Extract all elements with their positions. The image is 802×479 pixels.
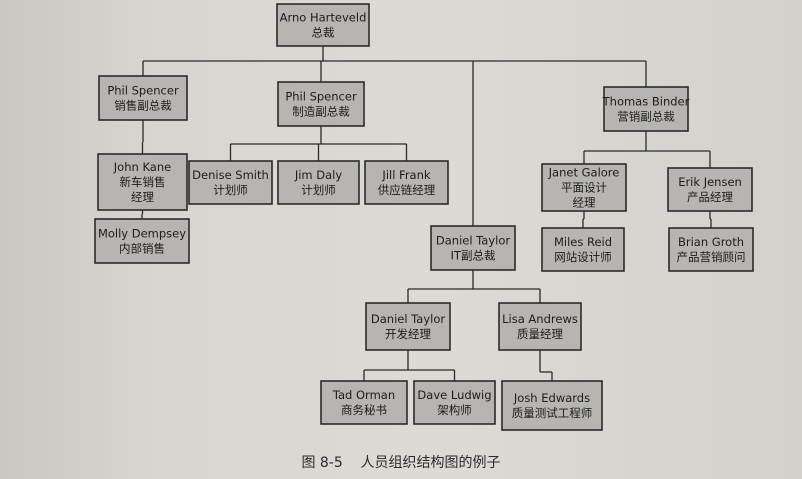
node-name: Jill Frank	[381, 168, 430, 182]
org-node-box	[541, 163, 627, 212]
node-name: Josh Edwards	[513, 391, 590, 405]
node-name: Jim Daly	[294, 168, 343, 182]
node-title: 经理	[573, 196, 596, 210]
node-title: 计划师	[301, 183, 336, 197]
node-title: 计划师	[213, 183, 248, 197]
node-title: 网站设计师	[554, 250, 612, 264]
org-node-box	[541, 227, 625, 272]
node-name: Daniel Taylor	[436, 234, 511, 248]
node-title: 产品经理	[687, 190, 733, 204]
node-title: 架构师	[437, 403, 472, 417]
connector-lines	[141, 46, 712, 381]
org-node-box	[668, 227, 754, 272]
node-title: 经理	[131, 190, 154, 204]
org-node-box	[430, 225, 516, 271]
node-title: 总裁	[312, 26, 335, 40]
org-node-box	[188, 160, 273, 205]
org-node-box	[277, 81, 365, 127]
node-title: 商务秘书	[341, 403, 387, 417]
org-node-box	[498, 302, 582, 351]
node-name: Molly Dempsey	[98, 227, 186, 241]
node-title: 制造副总裁	[292, 105, 350, 119]
node-title: 营销副总裁	[617, 110, 675, 124]
node-title: 销售副总裁	[114, 99, 172, 113]
node-name: Phil Spencer	[107, 84, 179, 98]
node-title: 新车销售	[120, 175, 166, 189]
org-node-box	[320, 380, 408, 425]
org-node-box	[97, 153, 188, 211]
org-node-box	[98, 75, 188, 121]
node-name: Janet Galore	[548, 166, 620, 180]
org-node-box	[276, 3, 370, 47]
node-title: 供应链经理	[378, 183, 436, 197]
org-node-box	[94, 218, 190, 264]
node-name: Lisa Andrews	[502, 312, 578, 326]
node-title: 开发经理	[385, 327, 431, 341]
org-node-box	[413, 380, 496, 425]
org-node-box	[603, 86, 689, 132]
org-node-box	[365, 302, 451, 351]
node-name: Arno Harteveld	[280, 11, 367, 25]
node-title: IT副总裁	[451, 249, 496, 263]
node-name: John Kane	[113, 160, 171, 174]
node-name: Dave Ludwig	[417, 388, 491, 402]
node-title: 平面设计	[561, 181, 607, 195]
figure-caption: 图 8-5 人员组织结构图的例子	[301, 455, 501, 471]
node-name: Denise Smith	[192, 168, 269, 182]
node-title: 产品营销顾问	[677, 250, 746, 264]
node-title: 内部销售	[119, 242, 165, 256]
org-node-box	[277, 160, 360, 205]
node-name: Thomas Binder	[602, 95, 690, 109]
node-name: Phil Spencer	[285, 90, 357, 104]
node-name: Miles Reid	[554, 235, 612, 249]
node-title: 质量测试工程师	[512, 406, 593, 420]
node-name: Erik Jensen	[678, 175, 742, 189]
org-node-box	[364, 160, 449, 205]
org-node-box	[667, 167, 753, 212]
org-node-box	[501, 380, 603, 431]
node-name: Brian Groth	[678, 235, 744, 249]
node-name: Tad Orman	[332, 388, 395, 402]
node-title: 质量经理	[517, 327, 563, 341]
node-name: Daniel Taylor	[371, 312, 446, 326]
